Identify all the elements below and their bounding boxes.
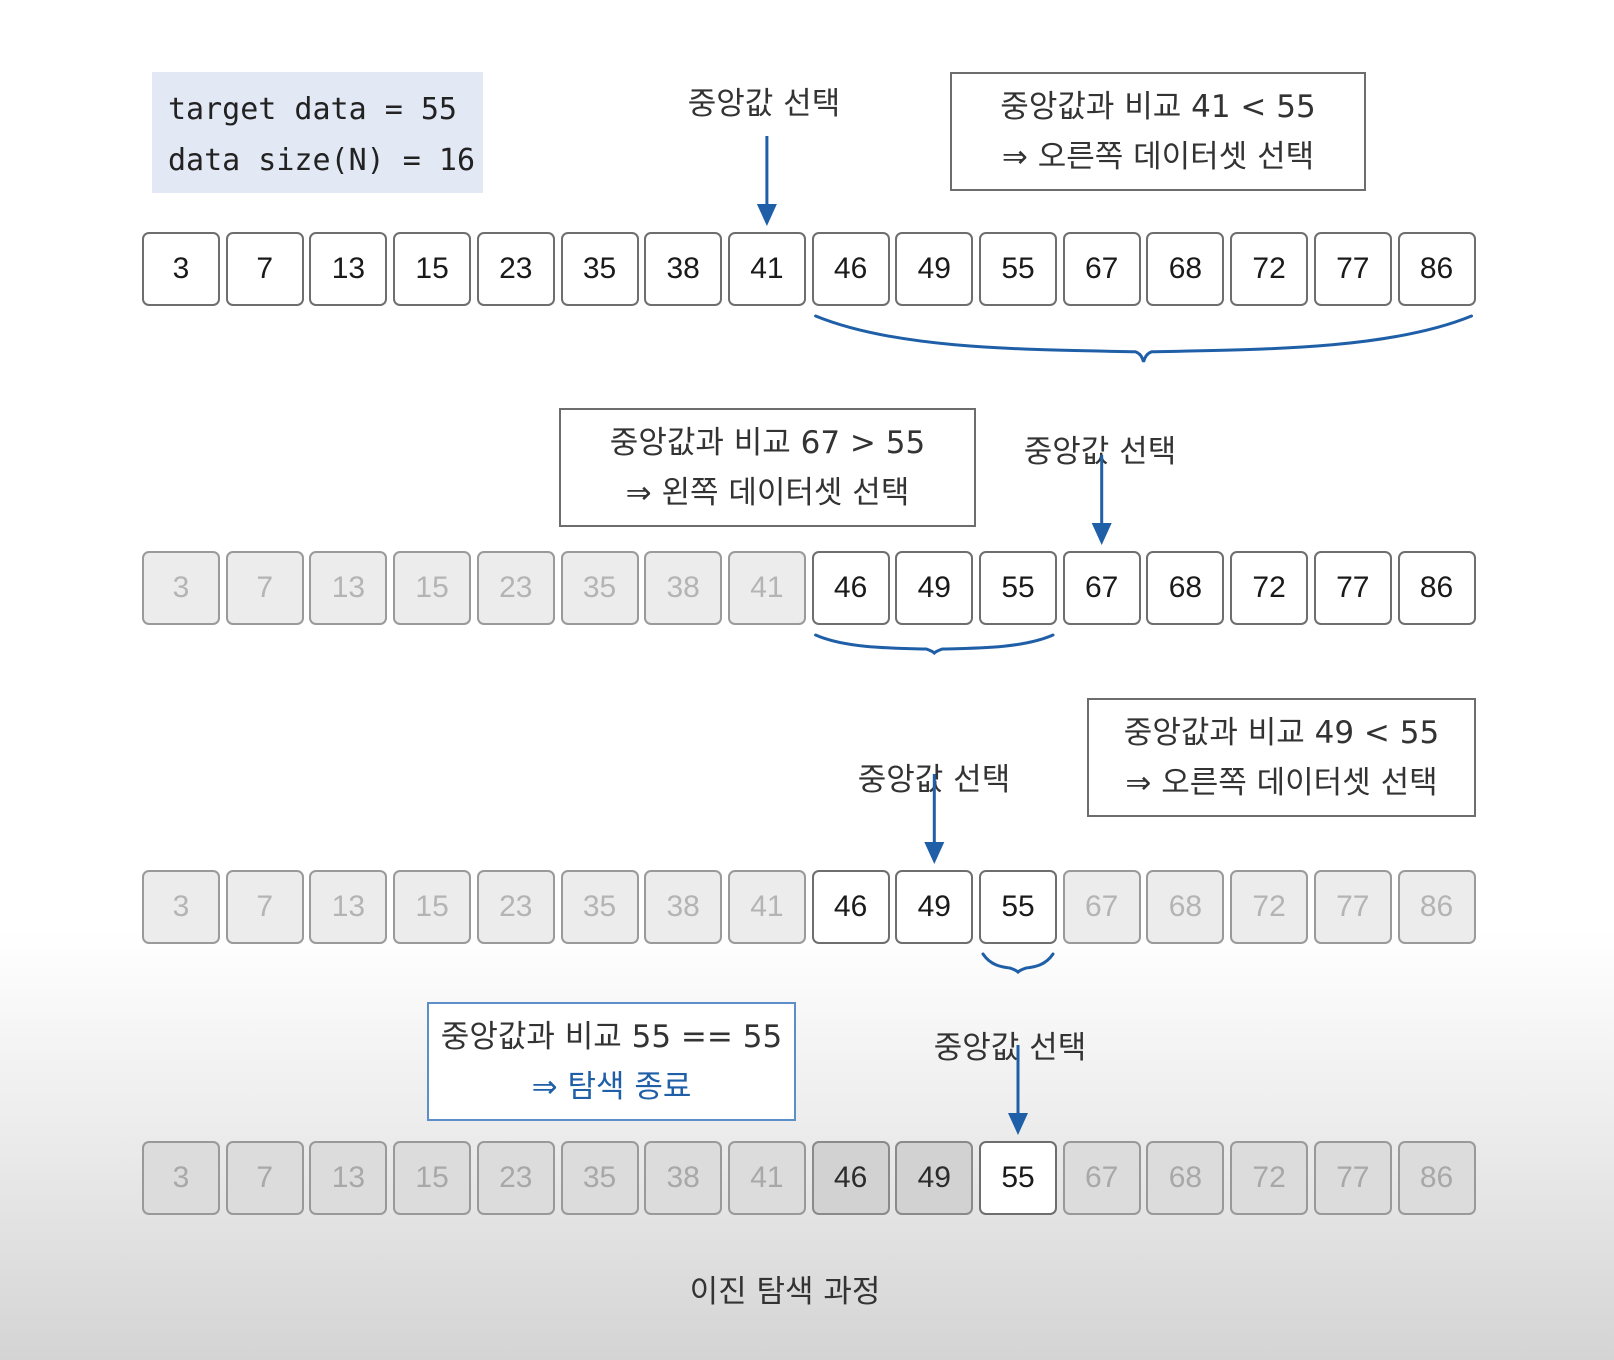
step3-note-line1: 중앙값과 비교 49 < 55 bbox=[1123, 714, 1440, 751]
step2-note-line1: 중앙값과 비교 67 > 55 bbox=[609, 424, 926, 461]
step1-note-line2: ⇒ 오른쪽 데이터셋 선택 bbox=[1001, 138, 1315, 175]
step4-mid-label: 중앙값 선택 bbox=[933, 1030, 1087, 1066]
cell-row2-4: 23 bbox=[476, 551, 555, 625]
cell-row4-9: 49 bbox=[895, 1141, 974, 1215]
subset-brace-1 bbox=[814, 314, 1473, 363]
cell-row4-4: 23 bbox=[476, 1141, 555, 1215]
cell-row1-12: 68 bbox=[1146, 232, 1225, 306]
cell-row3-12: 68 bbox=[1146, 870, 1225, 944]
cell-row3-0: 3 bbox=[142, 870, 220, 944]
cell-row2-0: 3 bbox=[142, 551, 220, 625]
cell-row1-13: 72 bbox=[1230, 232, 1309, 306]
cell-row4-1: 7 bbox=[225, 1141, 304, 1215]
step1-mid-label: 중앙값 선택 bbox=[687, 86, 841, 122]
step4-note-line2: ⇒ 탐색 종료 bbox=[531, 1068, 692, 1105]
cell-row3-1: 7 bbox=[225, 870, 304, 944]
cell-row1-10: 55 bbox=[979, 232, 1057, 306]
cell-row2-5: 35 bbox=[560, 551, 639, 625]
mid-arrow-head-4 bbox=[1008, 1113, 1028, 1135]
cell-row4-12: 68 bbox=[1146, 1141, 1225, 1215]
step4-note: 중앙값과 비교 55 == 55 ⇒ 탐색 종료 bbox=[427, 1002, 796, 1121]
cell-row3-5: 35 bbox=[560, 870, 639, 944]
cell-row4-6: 38 bbox=[644, 1141, 723, 1215]
cell-row3-15: 86 bbox=[1397, 870, 1476, 944]
figure-caption: 이진 탐색 과정 bbox=[689, 1274, 881, 1310]
cell-row1-14: 77 bbox=[1313, 232, 1392, 306]
cell-row1-7: 41 bbox=[727, 232, 806, 306]
cell-row1-6: 38 bbox=[644, 232, 723, 306]
mid-arrow-head-1 bbox=[756, 204, 777, 226]
cell-row4-8: 46 bbox=[811, 1141, 890, 1215]
cell-row2-13: 72 bbox=[1230, 551, 1309, 625]
cell-row3-4: 23 bbox=[476, 870, 555, 944]
cell-row1-8: 46 bbox=[811, 232, 890, 306]
cell-row4-14: 77 bbox=[1313, 1141, 1392, 1215]
step4-note-line1: 중앙값과 비교 55 == 55 bbox=[440, 1018, 783, 1055]
cell-row4-10: 55 bbox=[979, 1141, 1057, 1215]
cell-row3-8: 46 bbox=[811, 870, 890, 944]
mid-arrow-head-3 bbox=[924, 842, 945, 864]
step2-mid-label: 중앙값 선택 bbox=[1023, 434, 1177, 470]
subset-brace-2 bbox=[814, 633, 1055, 656]
cell-row3-11: 67 bbox=[1062, 870, 1141, 944]
cell-row2-7: 41 bbox=[727, 551, 806, 625]
mid-arrow-head-2 bbox=[1091, 523, 1112, 545]
cell-row3-14: 77 bbox=[1313, 870, 1392, 944]
cell-row1-2: 13 bbox=[309, 232, 388, 306]
cell-row2-15: 86 bbox=[1397, 551, 1476, 625]
cell-row3-10: 55 bbox=[979, 870, 1057, 944]
cell-row1-0: 3 bbox=[142, 232, 220, 306]
cell-row4-7: 41 bbox=[727, 1141, 806, 1215]
data-size-line: data size(N) = 16 bbox=[168, 143, 476, 178]
step3-note: 중앙값과 비교 49 < 55 ⇒ 오른쪽 데이터셋 선택 bbox=[1087, 698, 1476, 817]
cell-row4-13: 72 bbox=[1230, 1141, 1309, 1215]
cell-row2-8: 46 bbox=[811, 551, 890, 625]
cell-row1-3: 15 bbox=[393, 232, 472, 306]
cell-row3-9: 49 bbox=[895, 870, 974, 944]
cell-row3-13: 72 bbox=[1230, 870, 1309, 944]
cell-row3-2: 13 bbox=[309, 870, 388, 944]
cell-row1-15: 86 bbox=[1397, 232, 1476, 306]
step3-note-line2: ⇒ 오른쪽 데이터셋 선택 bbox=[1125, 764, 1438, 801]
info-box: target data = 55 data size(N) = 16 bbox=[152, 72, 483, 193]
cell-row3-6: 38 bbox=[644, 870, 723, 944]
cell-row1-5: 35 bbox=[560, 232, 639, 306]
cell-row4-2: 13 bbox=[309, 1141, 388, 1215]
cell-row1-1: 7 bbox=[225, 232, 304, 306]
cell-row4-11: 67 bbox=[1062, 1141, 1141, 1215]
cell-row4-3: 15 bbox=[393, 1141, 472, 1215]
step2-note: 중앙값과 비교 67 > 55 ⇒ 왼쪽 데이터셋 선택 bbox=[559, 408, 976, 527]
cell-row1-11: 67 bbox=[1062, 232, 1141, 306]
cell-row2-2: 13 bbox=[309, 551, 388, 625]
cell-row2-6: 38 bbox=[644, 551, 723, 625]
cell-row4-5: 35 bbox=[560, 1141, 639, 1215]
step2-note-line2: ⇒ 왼쪽 데이터셋 선택 bbox=[625, 474, 910, 511]
cell-row3-7: 41 bbox=[727, 870, 806, 944]
step3-mid-label: 중앙값 선택 bbox=[857, 762, 1011, 798]
step1-note-line1: 중앙값과 비교 41 < 55 bbox=[1000, 88, 1316, 125]
step1-note: 중앙값과 비교 41 < 55 ⇒ 오른쪽 데이터셋 선택 bbox=[950, 72, 1366, 191]
cell-row2-11: 67 bbox=[1062, 551, 1141, 625]
subset-brace-3 bbox=[981, 952, 1055, 975]
cell-row2-10: 55 bbox=[979, 551, 1057, 625]
cell-row2-14: 77 bbox=[1313, 551, 1392, 625]
cell-row1-4: 23 bbox=[476, 232, 555, 306]
cell-row3-3: 15 bbox=[393, 870, 472, 944]
cell-row4-0: 3 bbox=[142, 1141, 220, 1215]
cell-row1-9: 49 bbox=[895, 232, 974, 306]
cell-row2-12: 68 bbox=[1146, 551, 1225, 625]
cell-row2-3: 15 bbox=[393, 551, 472, 625]
cell-row2-1: 7 bbox=[225, 551, 304, 625]
target-data-line: target data = 55 bbox=[168, 92, 457, 127]
cell-row4-15: 86 bbox=[1397, 1141, 1476, 1215]
cell-row2-9: 49 bbox=[895, 551, 974, 625]
